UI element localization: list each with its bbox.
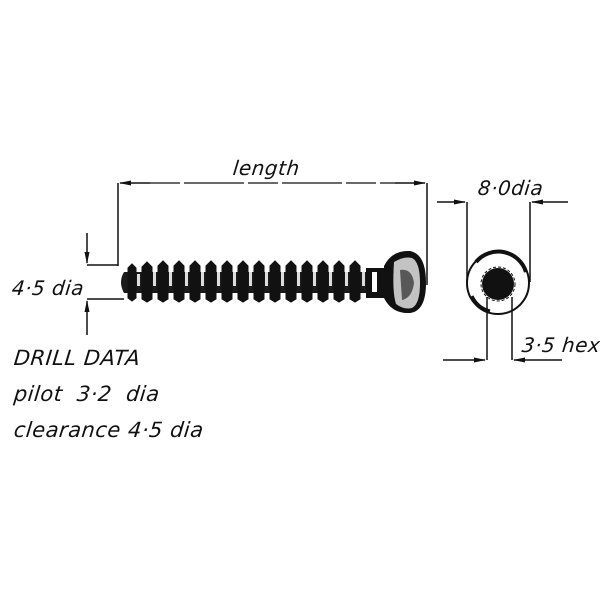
length-label: length	[231, 156, 302, 180]
shaft-diameter-dimension	[84, 233, 124, 335]
head-diameter-label: 8·0dia	[476, 176, 545, 200]
drill-data-pilot: pilot 3·2 dia	[12, 382, 161, 406]
drill-data-title: DRILL DATA	[12, 346, 142, 370]
screw-side-view	[121, 250, 426, 314]
drill-data-clearance: clearance 4·5 dia	[12, 418, 205, 442]
shaft-diameter-label: 4·5 dia	[10, 276, 86, 300]
screw-end-view	[437, 199, 568, 363]
hex-size-label: 3·5 hex	[520, 333, 600, 357]
length-dimension	[117, 180, 428, 285]
